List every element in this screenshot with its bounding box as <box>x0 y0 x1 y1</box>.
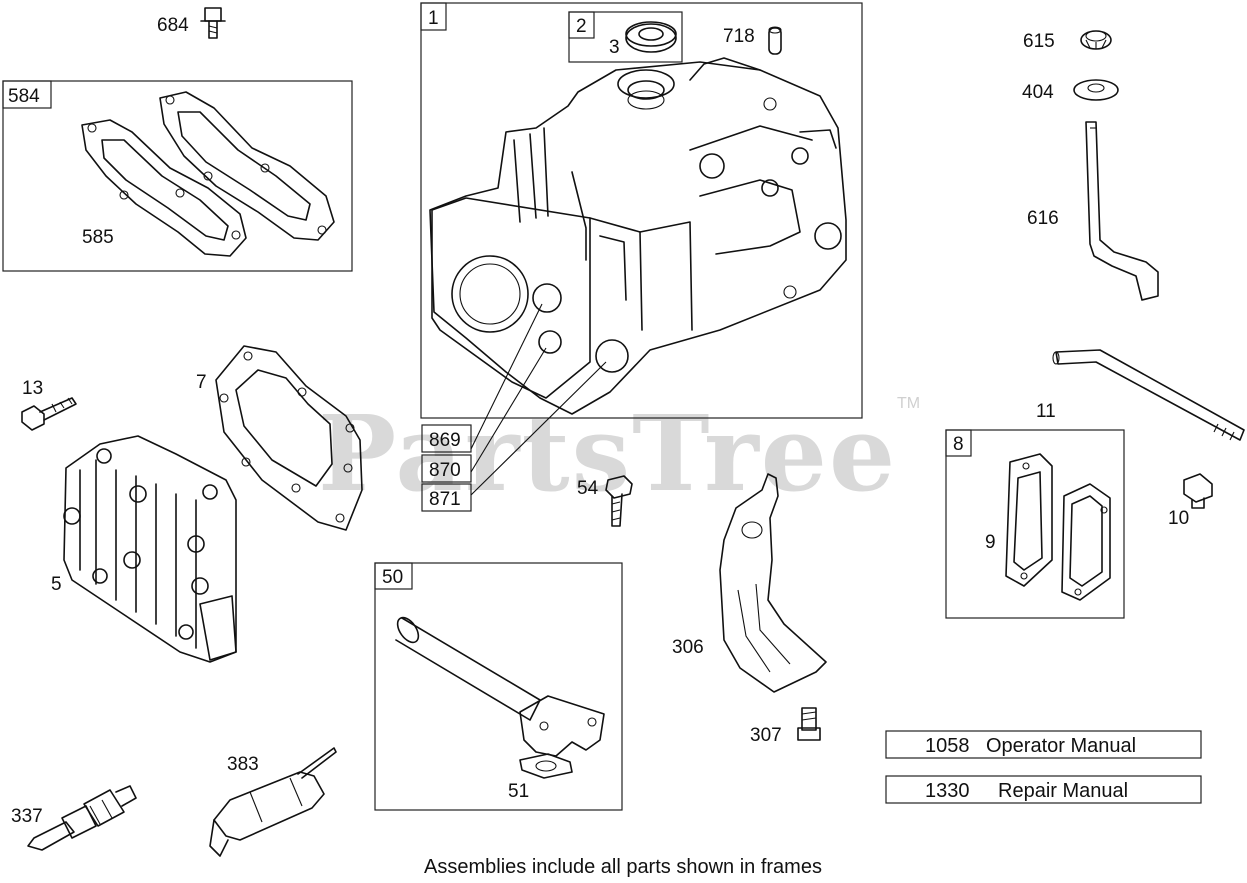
part-label-585[interactable]: 585 <box>82 227 114 248</box>
part-label-7[interactable]: 7 <box>196 372 207 393</box>
manual-name-repair: Repair Manual <box>998 780 1128 802</box>
part-label-337[interactable]: 337 <box>11 806 43 827</box>
part-label-51[interactable]: 51 <box>508 781 529 802</box>
breather-cover-illustration[interactable] <box>1061 483 1111 601</box>
bolt-684-illustration[interactable] <box>200 7 226 39</box>
part-label-5[interactable]: 5 <box>51 574 62 595</box>
plug-10-illustration[interactable] <box>1183 473 1213 509</box>
bolt-13-illustration[interactable] <box>21 397 77 431</box>
gasket-51-illustration[interactable] <box>519 753 573 779</box>
tool-383-illustration[interactable] <box>209 747 337 857</box>
part-label-615[interactable]: 615 <box>1023 31 1055 52</box>
frame-8[interactable]: 8 <box>945 429 1125 619</box>
part-label-11[interactable]: 11 <box>1036 401 1056 422</box>
part-label-306[interactable]: 306 <box>672 637 704 658</box>
part-label-3[interactable]: 3 <box>609 37 620 58</box>
part-label-54[interactable]: 54 <box>577 478 599 499</box>
frame-50[interactable]: 50 <box>374 562 623 811</box>
tube-50-illustration[interactable] <box>393 614 605 757</box>
watermark-text: PartsTree <box>318 392 897 515</box>
frame-1[interactable]: 1 <box>420 2 863 419</box>
part-label-10[interactable]: 10 <box>1168 508 1189 529</box>
part-label-404[interactable]: 404 <box>1022 82 1054 103</box>
frame-label-50: 50 <box>382 567 403 588</box>
washer-404-illustration[interactable] <box>1073 79 1119 101</box>
nut-615-illustration[interactable] <box>1080 30 1112 50</box>
manual-number-1058: 1058 <box>925 735 970 757</box>
part-label-871[interactable]: 871 <box>429 489 461 510</box>
cylinder-head-5-illustration[interactable] <box>63 435 237 663</box>
lever-616-illustration[interactable] <box>1085 121 1159 301</box>
part-label-9[interactable]: 9 <box>985 532 996 553</box>
gasket-9-illustration[interactable] <box>1005 453 1053 587</box>
manual-row-operator[interactable]: 1058 Operator Manual <box>885 730 1202 759</box>
head-gasket-7-illustration[interactable] <box>215 345 363 531</box>
part-label-13[interactable]: 13 <box>22 378 43 399</box>
shield-306-illustration[interactable] <box>719 473 827 693</box>
frame-label-584: 584 <box>8 86 40 107</box>
frame-584[interactable]: 584 <box>2 80 353 272</box>
cylinder-block-illustration[interactable] <box>429 57 847 415</box>
leader-871 <box>470 361 607 496</box>
frame-label-1: 1 <box>428 8 439 29</box>
seal-3-illustration[interactable] <box>625 21 677 53</box>
screw-54-illustration[interactable] <box>605 475 633 527</box>
part-label-684[interactable]: 684 <box>157 15 189 36</box>
leader-869 <box>470 303 543 450</box>
part-label-718[interactable]: 718 <box>723 26 755 47</box>
frame-label-8: 8 <box>953 434 964 455</box>
spark-plug-337-illustration[interactable] <box>27 785 137 851</box>
callout-boxes <box>421 424 472 512</box>
frame-label-2: 2 <box>576 16 587 37</box>
manual-name-operator: Operator Manual <box>986 735 1136 757</box>
screw-307-illustration[interactable] <box>797 707 821 741</box>
frame-2[interactable]: 2 <box>568 11 683 63</box>
part-label-616[interactable]: 616 <box>1027 208 1059 229</box>
manual-row-repair[interactable]: 1330 Repair Manual <box>885 775 1202 804</box>
part-label-870[interactable]: 870 <box>429 460 461 481</box>
pin-718-illustration[interactable] <box>768 26 782 55</box>
leader-870 <box>470 347 547 473</box>
part-label-869[interactable]: 869 <box>429 430 461 451</box>
watermark-trademark: TM <box>897 395 920 412</box>
manual-number-1330: 1330 <box>925 780 970 802</box>
rod-11-illustration[interactable] <box>1052 349 1245 441</box>
gasket-585-illustration[interactable] <box>81 91 335 257</box>
part-label-307[interactable]: 307 <box>750 725 782 746</box>
part-label-383[interactable]: 383 <box>227 754 259 775</box>
footer-note: Assemblies include all parts shown in fr… <box>424 856 822 878</box>
